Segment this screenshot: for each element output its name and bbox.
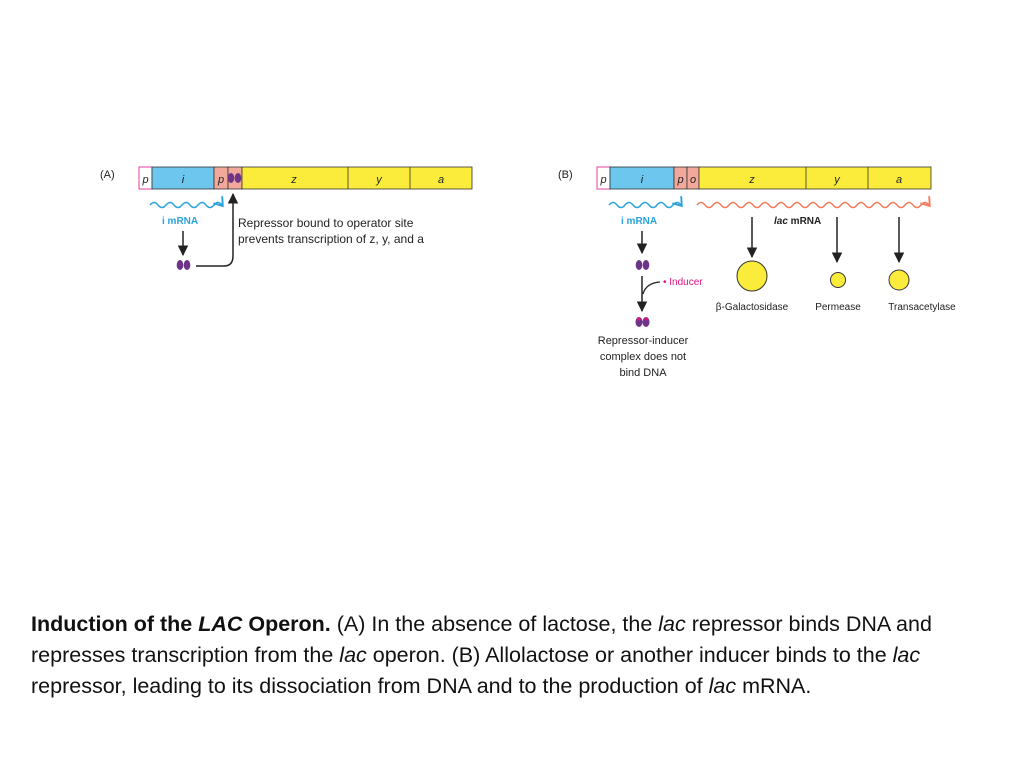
complex-label-line3: bind DNA [619,367,667,379]
transacetylase-protein [888,269,910,291]
gene-b-a-label: a [896,174,902,186]
complex-label-line1: Repressor-inducer [598,335,689,347]
gene-b-p2-label: p [676,174,683,186]
lac-mrna-label-italic: lac [774,216,788,227]
i-mrna-wave-a [149,203,222,209]
gene-b-z-label: z [748,174,755,186]
panel-a-note-line1: Repressor bound to operator site [238,216,414,230]
caption-text-4: repressor, leading to its dissociation f… [31,674,709,698]
free-repressor-icon-a [176,260,191,270]
i-mrna-wave-b [608,203,681,209]
permease-protein [830,272,846,288]
panel-a-label: (A) [100,169,115,181]
caption-lac-1: lac [658,612,686,636]
free-repressor-icon-b [635,260,650,270]
gene-b-p1-label: p [599,174,606,186]
figure-caption: Induction of the LAC Operon. (A) In the … [31,609,991,702]
panel-b: (B) p i p o z y a i mRNA lac mRNA [558,166,956,379]
panel-b-label: (B) [558,169,573,181]
panel-a-note-line2: prevents transcription of z, y, and a [238,232,424,246]
gene-a-zya-box [241,166,473,190]
i-mrna-label-a: i mRNA [162,216,198,227]
panel-b-dna-strip: p i p o z y a [596,166,932,190]
lac-mrna-label: lac mRNA [774,216,821,227]
caption-text-5: mRNA. [736,674,812,698]
gene-a-i-label: i [182,174,185,186]
gene-a-p1-label: p [141,174,148,186]
caption-title-italic: LAC [198,612,243,636]
gene-b-zya-box [698,166,932,190]
protein-1-label: β-Galactosidase [716,302,789,313]
inducer-join-curve [642,281,661,295]
caption-lac-2: lac [339,643,367,667]
bound-repressor-icon [227,173,242,183]
caption-lac-4: lac [708,674,737,698]
gene-a-z-label: z [290,174,297,186]
protein-2-label: Permease [815,302,861,313]
gene-a-p2-label: p [217,174,224,186]
caption-text-2: repressor binds DNA and represses transc… [31,612,932,667]
lac-mrna-wave [696,203,929,209]
caption-title-part2: Operon. [242,612,331,636]
i-mrna-label-b: i mRNA [621,216,657,227]
repressor-inducer-complex-icon [635,317,650,327]
caption-text-1: (A) In the absence of lactose, the [330,612,659,636]
gene-a-a-label: a [438,174,444,186]
caption-title: Induction of the LAC Operon. [31,612,331,636]
panel-a-dna-strip: p i p z y a [138,166,473,190]
complex-label-line2: complex does not [600,351,686,363]
repressor-binding-arrow [196,192,239,267]
gene-a-y-label: y [375,174,383,186]
panel-a: (A) p i p z y a i mRNA [100,166,473,270]
caption-lac-3: lac [892,643,921,667]
lac-operon-diagram: (A) p i p z y a i mRNA [100,166,956,379]
lac-mrna-label-rest: mRNA [788,216,821,227]
beta-galactosidase-protein [736,260,768,292]
caption-text-3: operon. (B) Allolactose or another induc… [366,643,893,667]
gene-b-i-label: i [641,174,644,186]
gene-b-o-label: o [690,174,696,186]
caption-title-part1: Induction of the [31,612,199,636]
protein-3-label: Transacetylase [888,302,956,313]
gene-b-y-label: y [833,174,841,186]
inducer-label: • Inducer [663,277,703,288]
